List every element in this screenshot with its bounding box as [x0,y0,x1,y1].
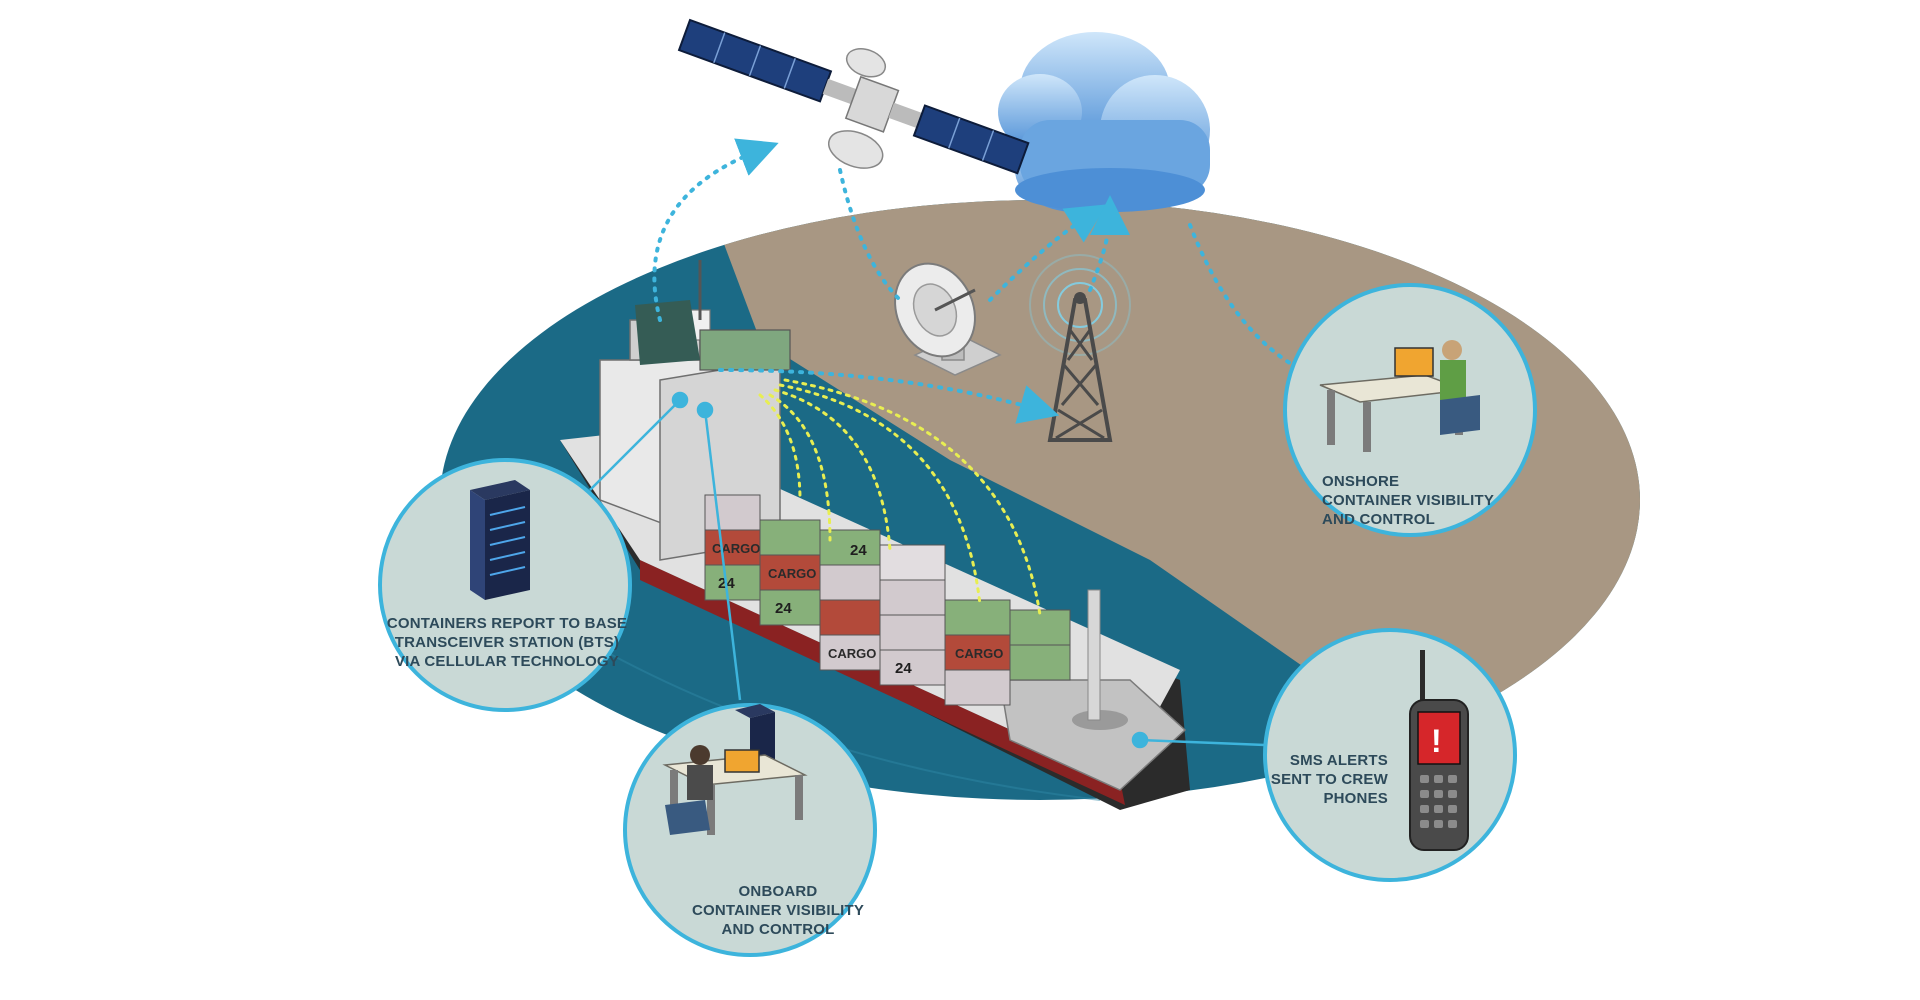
container-ship: CARGO 24 CARGO 24 24 CARGO 24 CA [560,260,1190,810]
callout-onboard-line-3: AND CONTROL [721,921,834,938]
cloud-icon [998,32,1210,212]
operator-desk-icon [662,704,808,835]
svg-text:!: ! [1431,723,1442,759]
callout-onshore-line-1: ONSHORE [1322,473,1399,490]
callout-bts-line-3: VIA CELLULAR TECHNOLOGY [395,653,619,670]
callout-sms-line-3: PHONES [1323,790,1388,807]
callout-onshore-line-2: CONTAINER VISIBILITY [1322,492,1494,509]
cargo-label: CARGO [828,646,876,661]
cargo-label: CARGO [712,541,760,556]
cargo-number: 24 [775,600,792,617]
callout-bts-line-2: TRANSCEIVER STATION (BTS) [395,634,619,651]
server-rack-icon [470,480,530,600]
callout-onboard-line-1: ONBOARD [739,883,818,900]
cargo-label: CARGO [955,646,1003,661]
callout-onshore-line-3: AND CONTROL [1322,511,1435,528]
callout-bts: CONTAINERS REPORT TO BASE TRANSCEIVER ST… [378,458,632,712]
callout-onboard: ONBOARD CONTAINER VISIBILITY AND CONTROL [623,703,877,957]
callout-onboard-line-2: CONTAINER VISIBILITY [692,902,864,919]
operator-desk-icon [1319,340,1480,452]
callout-onshore: ONSHORE CONTAINER VISIBILITY AND CONTROL [1283,283,1537,537]
callout-sms-line-1: SMS ALERTS [1290,752,1388,769]
callout-bts-line-1: CONTAINERS REPORT TO BASE [387,615,627,632]
callout-pointers [589,391,1266,749]
callout-sms: ! SMS ALERTS SENT TO CREW PHONES [1263,628,1517,882]
crew-phone-icon: ! [1409,650,1469,851]
cargo-label: CARGO [768,566,816,581]
yellow-cellular-lines [758,378,1042,617]
satellite-dish-icon [894,262,1002,376]
satellite-icon [677,18,1030,175]
callout-sms-line-2: SENT TO CREW [1271,771,1389,788]
cargo-number: 24 [850,542,867,559]
cargo-containers: CARGO 24 CARGO 24 24 CARGO 24 CA [704,494,1071,706]
cargo-number: 24 [895,660,912,677]
